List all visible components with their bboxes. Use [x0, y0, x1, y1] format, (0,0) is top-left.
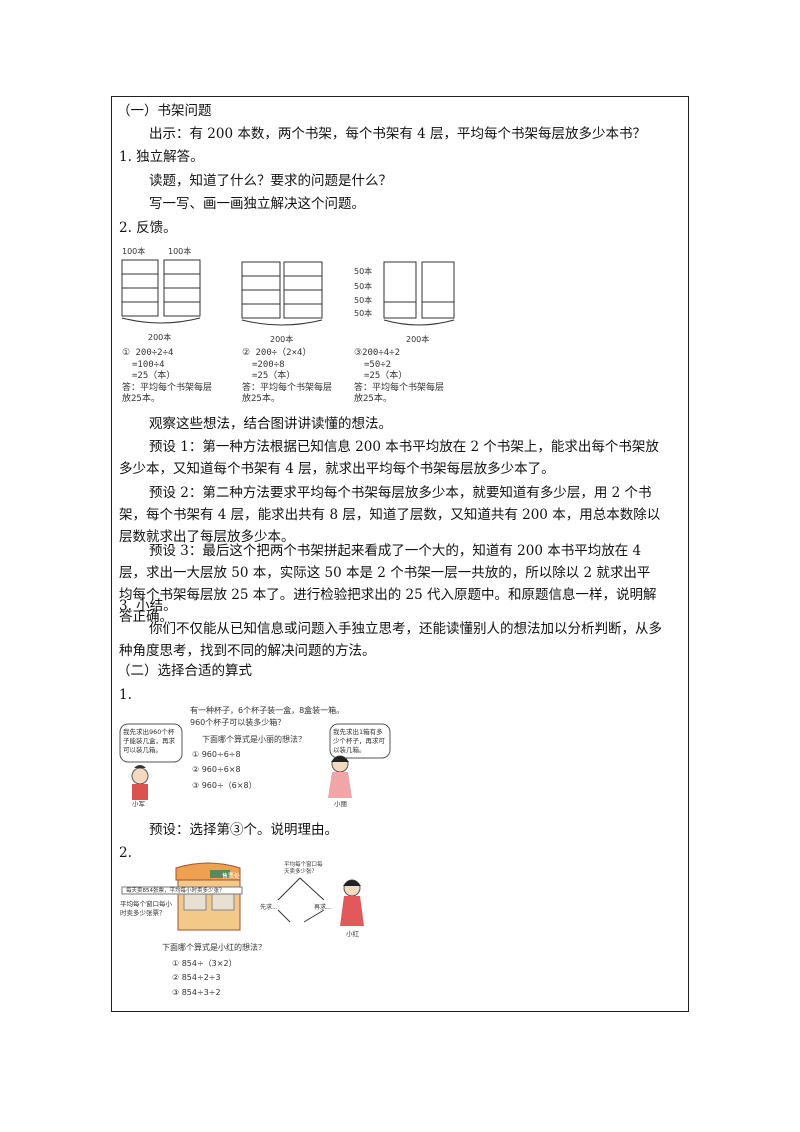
cup-problem-illustration — [119, 723, 391, 800]
name-xiaojun: 小军 — [132, 800, 145, 808]
section1-heading: （一）书架问题 — [117, 103, 212, 119]
step1-label: 1. 独立解答。 — [119, 149, 204, 165]
cup-option-2: ② 960÷6×8 — [192, 765, 241, 774]
level-label-3: 50本 — [354, 296, 373, 305]
observe-text: 观察这些想法，结合图讲讲读懂的想法。 — [149, 416, 392, 432]
level-label-1: 50本 — [354, 267, 373, 276]
method-2-line-5: 放25本。 — [242, 394, 280, 404]
method-2-line-2: =200÷8 — [252, 359, 285, 370]
bookshelf-diagram — [121, 259, 455, 326]
preset-3: 预设 3：最后这个把两个书架拼起来看成了一个大的，知道有 200 本书平均放在 … — [119, 543, 657, 625]
method-1-line-5: 放25本。 — [122, 394, 160, 404]
method-2-line-1: ② 200÷（2×4） — [242, 348, 312, 358]
preset-1: 预设 1：第一种方法根据已知信息 200 本书平均放在 2 个书架上，能求出每个… — [119, 439, 659, 477]
preset-2: 预设 2：第二种方法要求平均每个书架每层放多少本，就要知道有多少层，用 2 个书… — [119, 485, 661, 545]
cup-problem-text: 有一种杯子，6个杯子装一盒，8盒装一箱。 — [190, 706, 345, 715]
left-speech-bubble: 我先求出960个杯子能装几盒，再求可以装几箱。 — [123, 728, 175, 754]
total-label-1: 200本 — [148, 333, 172, 342]
ticket-banner: 每天卖854张票，平均每小时卖多少张？ — [126, 888, 225, 894]
step2-label: 2. 反馈。 — [119, 220, 177, 236]
method-3-line-1: ③200÷4÷2 — [354, 348, 400, 358]
cup-ask-text: 下面哪个算式是小丽的想法？ — [202, 735, 306, 744]
cup-question-text: 960个杯子可以装多少箱？ — [190, 718, 286, 727]
total-label-3: 200本 — [406, 335, 430, 344]
ticket-sign: 售票处 — [222, 873, 241, 880]
question-1: 读题，知道了什么？要求的问题是什么？ — [149, 173, 392, 189]
method-3-line-2: =50÷2 — [364, 359, 392, 370]
right-speech-bubble: 我先求出1箱有多少个杯子，再求可以装几箱。 — [333, 728, 385, 754]
method-3-line-5: 放25本。 — [354, 394, 392, 404]
content-frame — [111, 96, 689, 1012]
cup-option-1: ① 960÷6÷8 — [192, 750, 241, 759]
ticket-option-1: ① 854÷（3×2） — [172, 959, 237, 968]
tree-left-label: 先求... — [260, 904, 278, 911]
ticket-left-question: 平均每个窗口每小时卖多少张票？ — [120, 900, 172, 917]
cup-problem-figure: 有一种杯子，6个杯子装一盒，8盒装一箱。 960个杯子可以装多少箱？ 下面哪个算… — [118, 702, 393, 808]
ticket-problem-figure: 售票处 每天卖854张票，平均每小时卖多少张？ 平均每个窗口每小时卖多少张票？ … — [118, 860, 373, 1000]
ticket-option-2: ② 854÷2÷3 — [172, 973, 221, 982]
step3-label: 3. 小结。 — [119, 598, 177, 614]
item1-label: 1. — [119, 687, 132, 703]
method-1-line-3: =25（本） — [132, 371, 176, 381]
method-2-line-3: =25（本） — [252, 371, 296, 381]
name-xiaohong: 小红 — [346, 930, 359, 938]
method-2-line-4: 答：平均每个书架每层 — [242, 382, 333, 393]
name-xiaoli: 小丽 — [334, 800, 347, 808]
preset-choice: 预设：选择第③个。说明理由。 — [149, 822, 338, 838]
level-label-4: 50本 — [354, 309, 373, 318]
method-1-line-2: =100÷4 — [132, 359, 165, 370]
method-3-line-4: 答：平均每个书架每层 — [354, 382, 445, 393]
cup-option-3: ③ 960÷（6×8） — [192, 781, 257, 790]
method-1-line-1: ① 200÷2÷4 — [122, 348, 174, 358]
ticket-ask-text: 下面哪个算式是小红的想法？ — [162, 943, 266, 952]
summary-text: 你们不仅能从已知信息或问题入手独立思考，还能读懂别人的想法加以分析判断，从多种角… — [119, 621, 662, 659]
tree-right-label: 再求... — [314, 904, 332, 911]
shelf-label-right: 100本 — [168, 247, 192, 256]
method-1: ① 200÷2÷4 =100÷4 =25（本） 答：平均每个书架每层 放25本。 — [122, 348, 212, 406]
method-1-line-4: 答：平均每个书架每层 — [122, 382, 213, 393]
ticket-option-3: ③ 854÷3÷2 — [172, 988, 221, 997]
tree-top-label: 平均每个窗口每天卖多少张？ — [284, 862, 323, 875]
question-2: 写一写、画一画独立解决这个问题。 — [149, 196, 365, 212]
total-label-2: 200本 — [270, 335, 294, 344]
method-3-line-3: =25（本） — [364, 371, 408, 381]
ticket-booth-illustration — [121, 862, 364, 931]
method-2: ② 200÷（2×4） =200÷8 =25（本） 答：平均每个书架每层 放25… — [242, 348, 332, 406]
item2-label: 2. — [119, 845, 132, 861]
bookshelf-figure: 100本 100本 200本 200本 200本 50本 50本 50本 50本… — [118, 244, 483, 404]
level-label-2: 50本 — [354, 282, 373, 291]
section2-heading: （二）选择合适的算式 — [117, 663, 252, 679]
method-3: ③200÷4÷2 =50÷2 =25（本） 答：平均每个书架每层 放25本。 — [354, 348, 444, 406]
shelf-label-left: 100本 — [122, 247, 146, 256]
problem-text: 出示：有 200 本数，两个书架，每个书架有 4 层，平均每个书架每层放多少本书… — [149, 126, 647, 142]
